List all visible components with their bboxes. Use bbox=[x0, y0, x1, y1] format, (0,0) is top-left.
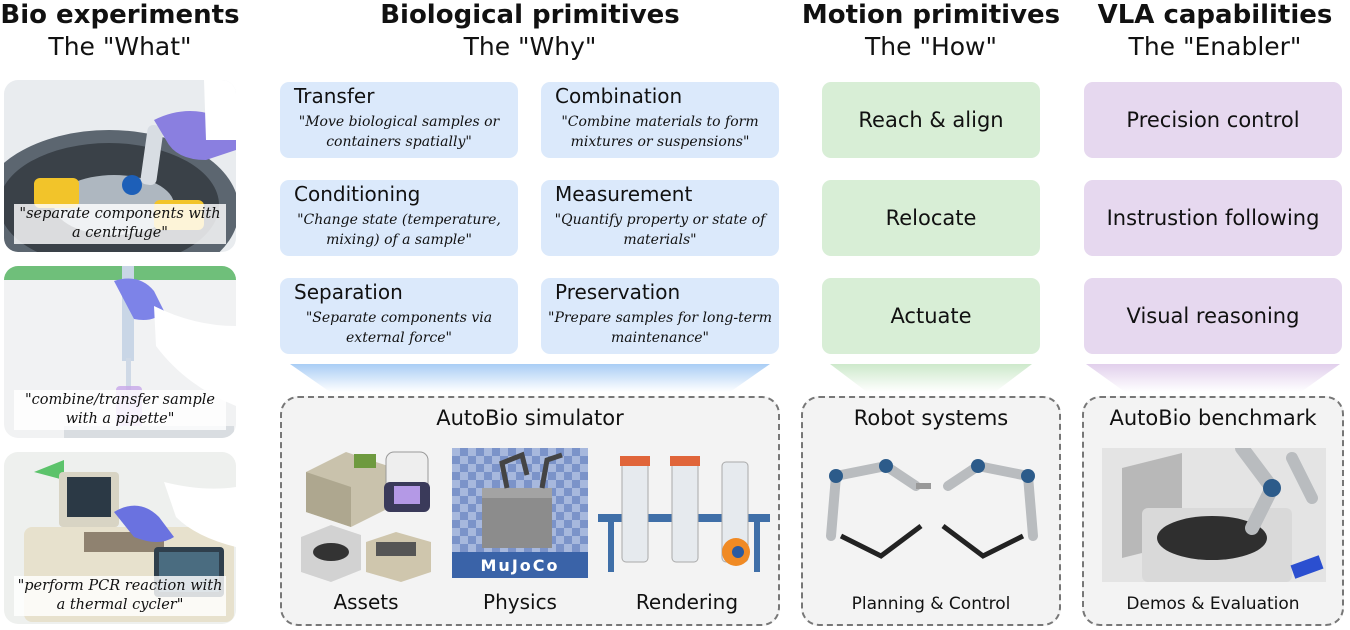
vla-funnel bbox=[1086, 364, 1340, 392]
bio-primitive-title: Transfer bbox=[294, 84, 375, 108]
benchmark-illustration bbox=[1102, 448, 1326, 582]
simulator-part-rendering: Rendering bbox=[635, 590, 739, 614]
header-subtitle: The "Why" bbox=[463, 32, 597, 61]
vla-capability-precision: Precision control bbox=[1084, 82, 1342, 158]
bio-primitive-desc: "Prepare samples for long-term maintenan… bbox=[548, 310, 772, 346]
robot-arms-illustration bbox=[826, 459, 1038, 559]
experiment-caption: "perform PCR reaction with a thermal cyc… bbox=[14, 576, 226, 616]
robot-systems-box: Robot systems Planning & Control bbox=[801, 396, 1061, 626]
header-title: Biological primitives bbox=[380, 0, 680, 30]
header-bio-experiments: Bio experiments The "What" bbox=[0, 0, 240, 62]
bio-primitive-desc: "Change state (temperature, mixing) of a… bbox=[297, 212, 501, 248]
physics-illustration: MuJoCo bbox=[452, 448, 588, 578]
motion-funnel bbox=[830, 364, 1032, 392]
header-vla-capabilities: VLA capabilities The "Enabler" bbox=[1082, 0, 1348, 62]
header-motion-primitives: Motion primitives The "How" bbox=[800, 0, 1062, 62]
header-biological-primitives: Biological primitives The "Why" bbox=[280, 0, 780, 62]
bio-primitive-separation: Separation "Separate components via exte… bbox=[280, 278, 518, 354]
simulator-part-assets: Assets bbox=[333, 590, 399, 614]
mujoco-logo-text: MuJoCo bbox=[481, 556, 560, 575]
benchmark-title: AutoBio benchmark bbox=[1109, 406, 1317, 430]
bio-primitive-title: Conditioning bbox=[294, 182, 421, 206]
benchmark-box: AutoBio benchmark Demos & Evaluation bbox=[1082, 396, 1344, 626]
bio-primitive-desc: "Combine materials to form mixtures or s… bbox=[561, 114, 759, 150]
header-title: Motion primitives bbox=[801, 0, 1061, 30]
experiment-caption: "combine/transfer sample with a pipette" bbox=[14, 390, 226, 430]
header-subtitle: The "How" bbox=[865, 32, 997, 61]
motion-primitive-actuate: Actuate bbox=[822, 278, 1040, 354]
header-title: VLA capabilities bbox=[1097, 0, 1333, 30]
bio-primitive-preservation: Preservation "Prepare samples for long-t… bbox=[541, 278, 779, 354]
simulator-box: AutoBio simulator Assets MuJoCo Physics bbox=[280, 396, 780, 626]
robot-systems-footer: Planning & Control bbox=[851, 594, 1011, 614]
header-title: Bio experiments bbox=[0, 0, 240, 30]
bio-primitive-desc: "Quantify property or state of materials… bbox=[554, 212, 766, 248]
bio-primitive-title: Combination bbox=[555, 84, 683, 108]
centrifuge-photo: "separate components with a centrifuge" bbox=[4, 80, 236, 252]
bio-funnel bbox=[290, 364, 770, 392]
bio-primitive-combination: Combination "Combine materials to form m… bbox=[541, 82, 779, 158]
benchmark-footer: Demos & Evaluation bbox=[1126, 594, 1300, 614]
simulator-part-physics: Physics bbox=[483, 590, 557, 614]
bio-primitive-title: Separation bbox=[294, 280, 403, 304]
thermal-cycler-photo: "perform PCR reaction with a thermal cyc… bbox=[4, 452, 236, 624]
bio-primitive-title: Preservation bbox=[555, 280, 681, 304]
vla-capability-instruction: Instrustion following bbox=[1084, 180, 1342, 256]
motion-primitive-reach-align: Reach & align bbox=[822, 82, 1040, 158]
bio-primitive-desc: "Separate components via external force" bbox=[305, 310, 493, 346]
simulator-title: AutoBio simulator bbox=[436, 406, 624, 430]
rendering-illustration bbox=[598, 456, 770, 572]
assets-illustration bbox=[301, 451, 431, 582]
pipette-photo: "combine/transfer sample with a pipette" bbox=[4, 266, 236, 438]
header-subtitle: The "Enabler" bbox=[1128, 32, 1302, 61]
bio-primitive-desc: "Move biological samples or containers s… bbox=[298, 114, 500, 150]
header-subtitle: The "What" bbox=[48, 32, 192, 61]
pipette-image bbox=[4, 266, 236, 438]
experiment-caption: "separate components with a centrifuge" bbox=[14, 204, 226, 244]
bio-primitive-conditioning: Conditioning "Change state (temperature,… bbox=[280, 180, 518, 256]
vla-capability-reasoning: Visual reasoning bbox=[1084, 278, 1342, 354]
bio-primitive-measurement: Measurement "Quantify property or state … bbox=[541, 180, 779, 256]
bio-primitive-title: Measurement bbox=[555, 182, 693, 206]
motion-primitive-relocate: Relocate bbox=[822, 180, 1040, 256]
bio-primitive-transfer: Transfer "Move biological samples or con… bbox=[280, 82, 518, 158]
robot-systems-title: Robot systems bbox=[853, 406, 1009, 430]
